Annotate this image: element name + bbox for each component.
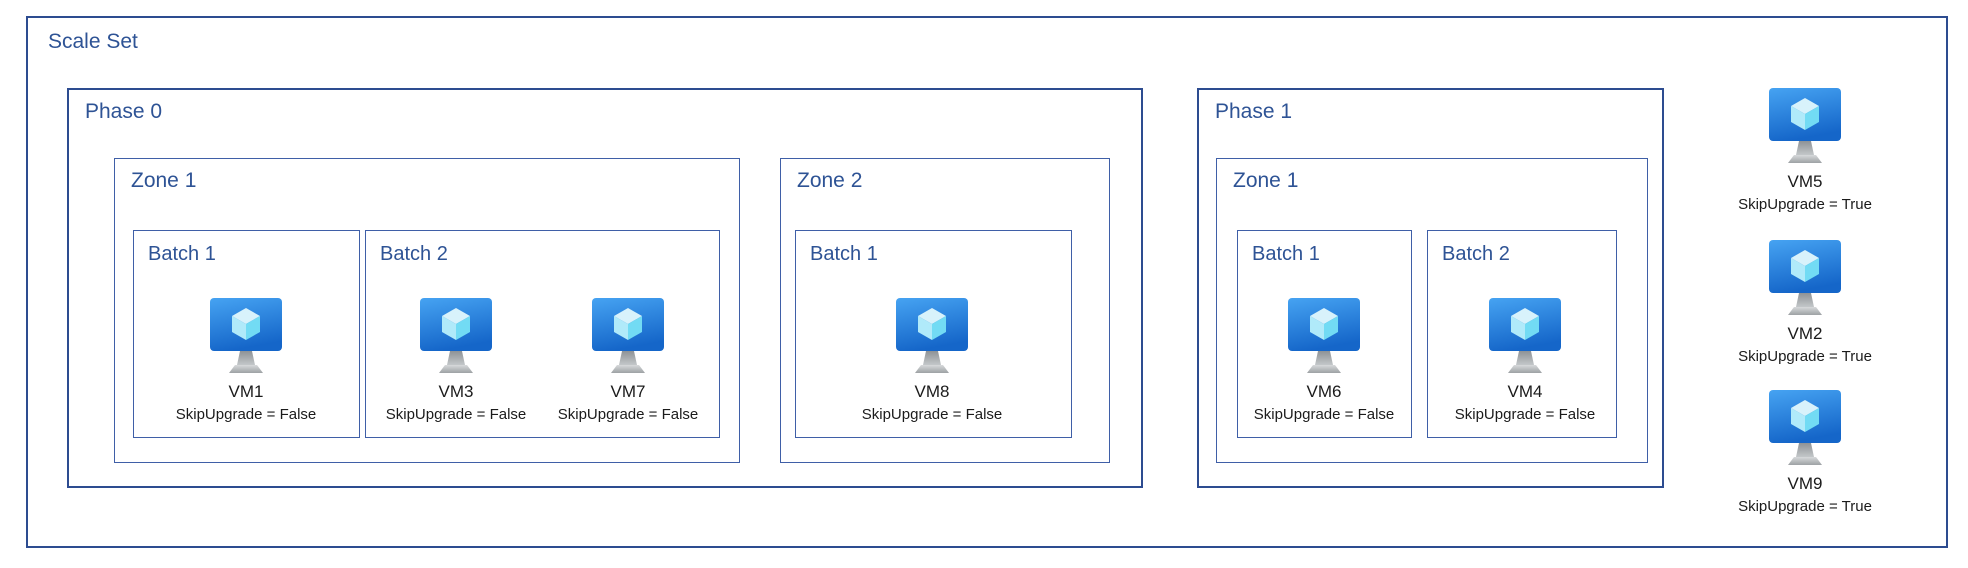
phase-0-zone-1-label: Zone 1 (131, 169, 197, 192)
phase-0-zone-2-box: Zone 2 (780, 158, 1110, 463)
phase-0-zone-2-batch-1-box: Batch 1 (795, 230, 1072, 438)
vm-skip-upgrade-label: SkipUpgrade = False (861, 406, 1003, 423)
vm-name-label: VM9 (1787, 474, 1823, 493)
vm-item-vm9: VM9 SkipUpgrade = True (1700, 390, 1910, 515)
vm-item-vm8: VM8 SkipUpgrade = False (827, 298, 1037, 423)
vm-item-vm7: VM7 SkipUpgrade = False (523, 298, 733, 423)
phase-1-zone-1-box: Zone 1 (1216, 158, 1648, 463)
vm-name-label: VM5 (1787, 172, 1823, 191)
vm-skip-upgrade-label: SkipUpgrade = False (557, 406, 699, 423)
phase-0-zone-1-batch-2-box: Batch 2 (365, 230, 720, 438)
phase-1-zone-1-batch-2-box: Batch 2 (1427, 230, 1617, 438)
vm-icon (1769, 390, 1841, 465)
vm-item-vm2: VM2 SkipUpgrade = True (1700, 240, 1910, 365)
vm-skip-upgrade-label: SkipUpgrade = False (175, 406, 317, 423)
vm-item-vm4: VM4 SkipUpgrade = False (1420, 298, 1630, 423)
vm-name-label: VM7 (610, 382, 646, 401)
vm-item-vm5: VM5 SkipUpgrade = True (1700, 88, 1910, 213)
vm-icon (1769, 88, 1841, 163)
scale-set-label: Scale Set (48, 30, 138, 53)
vm-item-vm1: VM1 SkipUpgrade = False (141, 298, 351, 423)
phase-0-zone-1-batch-1-box: Batch 1 (133, 230, 360, 438)
vm-icon (1769, 240, 1841, 315)
phase-1-label: Phase 1 (1215, 100, 1293, 123)
vm-skip-upgrade-label: SkipUpgrade = True (1738, 498, 1872, 515)
vm-icon (210, 298, 282, 373)
vm-icon (896, 298, 968, 373)
vm-skip-upgrade-label: SkipUpgrade = True (1738, 348, 1872, 365)
phase-0-zone-1-batch-1-label: Batch 1 (148, 243, 216, 265)
vm-name-label: VM8 (914, 382, 950, 401)
vm-skip-upgrade-label: SkipUpgrade = False (1253, 406, 1395, 423)
phase-0-label: Phase 0 (85, 100, 163, 123)
vm-icon (592, 298, 664, 373)
vm-item-vm3: VM3 SkipUpgrade = False (351, 298, 561, 423)
scale-set-box: Scale Set (26, 16, 1948, 548)
vm-name-label: VM6 (1306, 382, 1342, 401)
vm-name-label: VM2 (1787, 324, 1823, 343)
phase-0-zone-2-batch-1-label: Batch 1 (810, 243, 878, 265)
phase-1-box: Phase 1 (1197, 88, 1664, 488)
phase-0-zone-2-label: Zone 2 (797, 169, 863, 192)
vm-name-label: VM3 (438, 382, 474, 401)
phase-1-zone-1-label: Zone 1 (1233, 169, 1299, 192)
vm-name-label: VM4 (1507, 382, 1543, 401)
vm-skip-upgrade-label: SkipUpgrade = False (385, 406, 527, 423)
phase-0-zone-1-batch-2-label: Batch 2 (380, 243, 448, 265)
phase-1-zone-1-batch-1-label: Batch 1 (1252, 243, 1320, 265)
vm-item-vm6: VM6 SkipUpgrade = False (1219, 298, 1429, 423)
vm-icon (420, 298, 492, 373)
phase-0-box: Phase 0 (67, 88, 1143, 488)
vm-icon (1288, 298, 1360, 373)
vm-skip-upgrade-label: SkipUpgrade = True (1738, 196, 1872, 213)
phase-0-zone-1-box: Zone 1 (114, 158, 740, 463)
vm-skip-upgrade-label: SkipUpgrade = False (1454, 406, 1596, 423)
phase-1-zone-1-batch-1-box: Batch 1 (1237, 230, 1412, 438)
vm-icon (1489, 298, 1561, 373)
phase-1-zone-1-batch-2-label: Batch 2 (1442, 243, 1510, 265)
vm-name-label: VM1 (228, 382, 264, 401)
